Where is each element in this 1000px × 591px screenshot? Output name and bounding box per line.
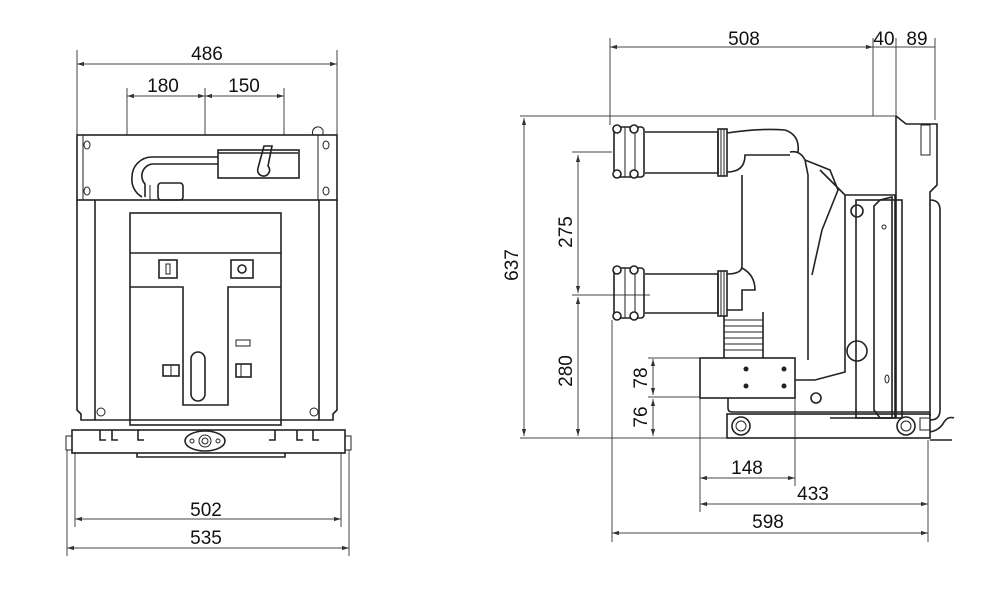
dim-637: 637	[502, 249, 523, 281]
dim-598: 598	[752, 512, 784, 533]
dim-76: 76	[631, 406, 652, 427]
mechanism-housing	[789, 115, 941, 421]
dim-502: 502	[190, 500, 222, 521]
off-button-icon	[158, 259, 178, 279]
front-dimension-lines	[67, 61, 349, 551]
mounting-bracket	[699, 357, 796, 399]
wheel-icon	[731, 416, 751, 436]
dim-148: 148	[731, 458, 763, 479]
dim-40: 40	[873, 29, 894, 50]
dim-275: 275	[556, 216, 577, 248]
upper-terminal	[612, 124, 800, 179]
dim-508: 508	[728, 29, 760, 50]
front-base-chassis	[65, 429, 352, 458]
front-extension-lines	[66, 50, 350, 556]
dim-150: 150	[228, 76, 260, 97]
on-button-icon	[230, 259, 254, 279]
dim-535: 535	[190, 528, 222, 549]
truck-chassis	[726, 398, 955, 441]
dim-180: 180	[147, 76, 179, 97]
lower-terminal	[612, 175, 764, 358]
crank-slot	[190, 351, 206, 402]
front-body	[76, 200, 338, 426]
wheel-icon	[896, 416, 916, 436]
dim-89: 89	[906, 29, 927, 50]
side-extension-lines	[520, 38, 936, 542]
side-view: 508 40 89 637 275 280 78 76 148 433 598	[502, 29, 955, 542]
dim-486: 486	[191, 44, 223, 65]
side-dimension-lines	[521, 44, 935, 536]
front-top-compartment	[76, 126, 338, 201]
front-view: 486 180 150 502 535	[65, 44, 352, 556]
dim-78: 78	[631, 367, 652, 388]
dim-433: 433	[797, 484, 829, 505]
connector-plug-icon	[184, 430, 226, 452]
dim-280: 280	[556, 355, 577, 387]
